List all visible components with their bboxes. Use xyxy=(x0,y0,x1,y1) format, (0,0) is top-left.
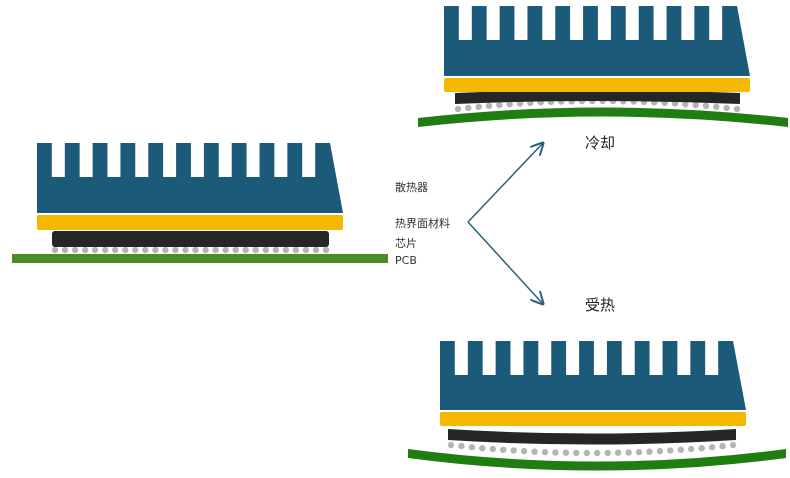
tim-cooling xyxy=(444,78,750,92)
solder-ball xyxy=(614,449,622,456)
solder-ball xyxy=(475,103,482,111)
solder-ball xyxy=(506,101,513,108)
solder-ball xyxy=(202,246,209,254)
solder-ball xyxy=(733,105,741,113)
label-pcb: PCB xyxy=(395,254,417,267)
solder-ball xyxy=(688,445,695,453)
solder-ball xyxy=(531,448,538,455)
solder-ball xyxy=(510,447,517,454)
solder-ball xyxy=(625,449,632,456)
solder-ball xyxy=(312,246,320,254)
solder-ball xyxy=(500,446,507,453)
solder-ball xyxy=(723,104,730,112)
tim-flat xyxy=(37,215,343,230)
solder-ball xyxy=(485,102,493,110)
heatsink-cooling xyxy=(444,6,750,76)
solder-ball xyxy=(222,246,229,254)
solder-ball xyxy=(71,246,79,254)
solder-ball xyxy=(212,246,219,254)
solder-ball xyxy=(594,449,601,457)
solder-ball xyxy=(122,246,129,254)
solder-ball xyxy=(322,246,330,254)
solder-ball xyxy=(541,448,549,456)
solder-ball xyxy=(489,445,496,453)
flat-assembly xyxy=(12,143,388,263)
tim-heating xyxy=(440,412,746,426)
solder-ball xyxy=(583,449,590,457)
solder-balls-flat xyxy=(51,246,330,254)
solder-ball xyxy=(465,104,472,112)
chip-cooling xyxy=(455,90,740,104)
solder-ball xyxy=(142,246,149,254)
solder-ball xyxy=(282,246,290,254)
solder-ball xyxy=(562,449,570,456)
solder-ball xyxy=(102,246,109,254)
solder-ball xyxy=(604,449,611,457)
chip-flat xyxy=(52,231,329,247)
solder-ball xyxy=(152,246,159,254)
state-heating: 受热 xyxy=(585,296,616,314)
solder-ball xyxy=(292,246,300,254)
solder-ball xyxy=(51,246,59,254)
solder-ball xyxy=(162,246,169,254)
solder-ball xyxy=(81,246,89,254)
solder-ball xyxy=(132,246,139,254)
solder-ball xyxy=(192,246,199,254)
solder-ball xyxy=(468,444,476,451)
solder-ball xyxy=(552,449,559,456)
solder-ball xyxy=(667,447,674,454)
solder-ball xyxy=(242,246,249,254)
heatsink-heating xyxy=(440,341,746,410)
label-tim: 热界面材料 xyxy=(395,217,450,230)
state-cooling: 冷却 xyxy=(585,134,616,152)
solder-ball xyxy=(61,246,69,254)
arrow-to-cooling xyxy=(467,143,543,223)
solder-ball xyxy=(646,448,653,455)
solder-ball xyxy=(272,246,279,254)
solder-ball xyxy=(172,246,179,254)
solder-ball xyxy=(112,246,119,254)
solder-ball xyxy=(479,445,486,452)
solder-ball xyxy=(520,447,528,455)
heating-assembly xyxy=(408,341,786,471)
pcb-heating xyxy=(408,449,786,471)
pcb-cooling xyxy=(418,107,788,127)
solder-ball xyxy=(232,246,239,254)
solder-ball xyxy=(496,101,503,109)
solder-ball xyxy=(698,445,705,452)
solder-ball xyxy=(302,246,310,254)
solder-ball xyxy=(719,442,726,450)
solder-ball xyxy=(262,246,269,254)
chip-heating xyxy=(448,429,736,445)
heatsink-flat xyxy=(37,143,343,213)
solder-ball xyxy=(713,103,720,111)
solder-balls-heating xyxy=(447,441,737,457)
solder-ball xyxy=(454,105,462,113)
solder-ball xyxy=(656,447,664,455)
solder-ball xyxy=(677,446,684,453)
solder-ball xyxy=(573,449,580,457)
solder-ball xyxy=(708,444,716,451)
solder-ball xyxy=(729,441,737,449)
label-chip: 芯片 xyxy=(395,237,417,250)
cooling-assembly xyxy=(418,6,788,127)
solder-ball xyxy=(252,246,259,254)
solder-ball xyxy=(447,441,455,449)
solder-ball xyxy=(702,102,710,110)
solder-ball xyxy=(458,442,465,450)
solder-ball xyxy=(682,101,689,108)
solder-ball xyxy=(692,101,699,109)
label-heatsink: 散热器 xyxy=(395,181,428,194)
solder-ball xyxy=(182,246,189,254)
pcb-flat xyxy=(12,254,388,263)
solder-ball xyxy=(635,448,643,456)
solder-ball xyxy=(91,246,99,254)
arrow-to-heating xyxy=(467,221,543,304)
